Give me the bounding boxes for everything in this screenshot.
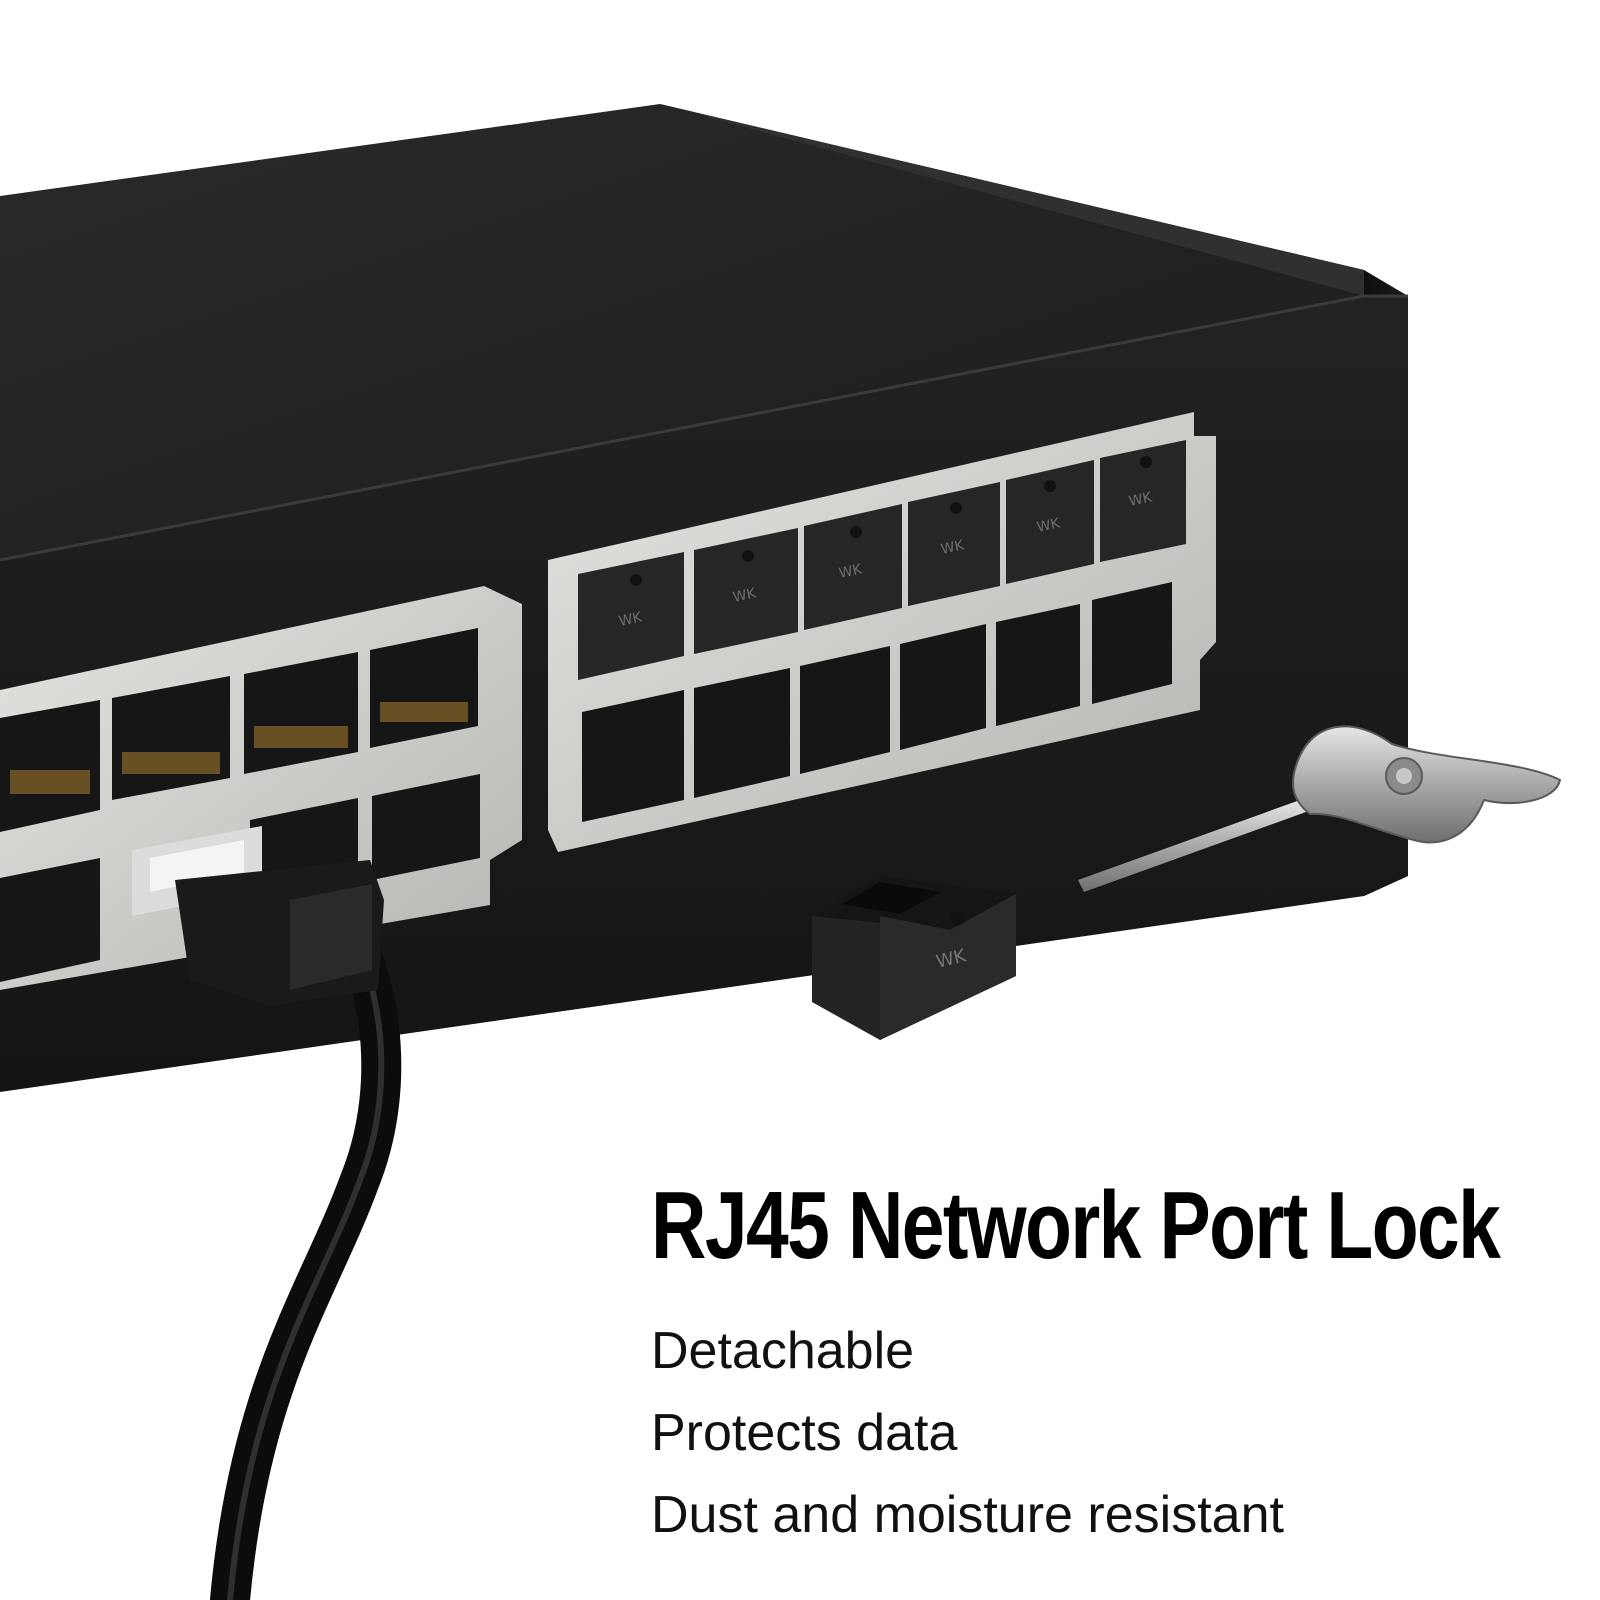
port-lock-plug: WK xyxy=(1100,440,1186,562)
release-key xyxy=(1078,725,1562,892)
port-lock-plug: WK xyxy=(694,528,798,654)
svg-text:WK: WK xyxy=(838,561,865,582)
port-lock-plug: WK xyxy=(908,482,1000,606)
rj45-port xyxy=(694,668,790,798)
rj45-port xyxy=(112,676,230,800)
rj45-port xyxy=(900,624,986,750)
feature-list: Detachable Protects data Dust and moistu… xyxy=(651,1310,1571,1556)
svg-text:WK: WK xyxy=(1036,515,1063,536)
port-lock-plug: WK xyxy=(1006,460,1094,584)
feature-item: Detachable xyxy=(651,1322,915,1380)
rj45-port xyxy=(800,646,890,774)
rj45-port xyxy=(582,690,684,822)
port-lock-plug: WK xyxy=(578,552,684,680)
product-caption: RJ45 Network Port Lock Detachable Protec… xyxy=(651,1178,1571,1556)
svg-text:WK: WK xyxy=(732,585,759,606)
product-title: RJ45 Network Port Lock xyxy=(651,1172,1501,1279)
rj45-port xyxy=(244,652,358,774)
right-port-panel: WK WK WK WK WK WK xyxy=(548,412,1216,852)
rj45-port xyxy=(1092,582,1172,704)
rj45-port xyxy=(372,774,480,880)
svg-text:WK: WK xyxy=(940,537,967,558)
rj45-port xyxy=(0,700,100,832)
port-lock-plug: WK xyxy=(804,504,902,630)
rj45-port xyxy=(0,858,100,982)
rj45-port xyxy=(996,604,1080,726)
feature-item: Protects data xyxy=(651,1404,958,1462)
svg-text:WK: WK xyxy=(618,609,645,630)
rj45-port xyxy=(370,628,478,748)
feature-item: Dust and moisture resistant xyxy=(651,1486,1284,1544)
ethernet-cable xyxy=(132,826,402,1600)
svg-text:WK: WK xyxy=(1128,489,1155,510)
detached-port-lock: WK xyxy=(812,876,1016,1040)
